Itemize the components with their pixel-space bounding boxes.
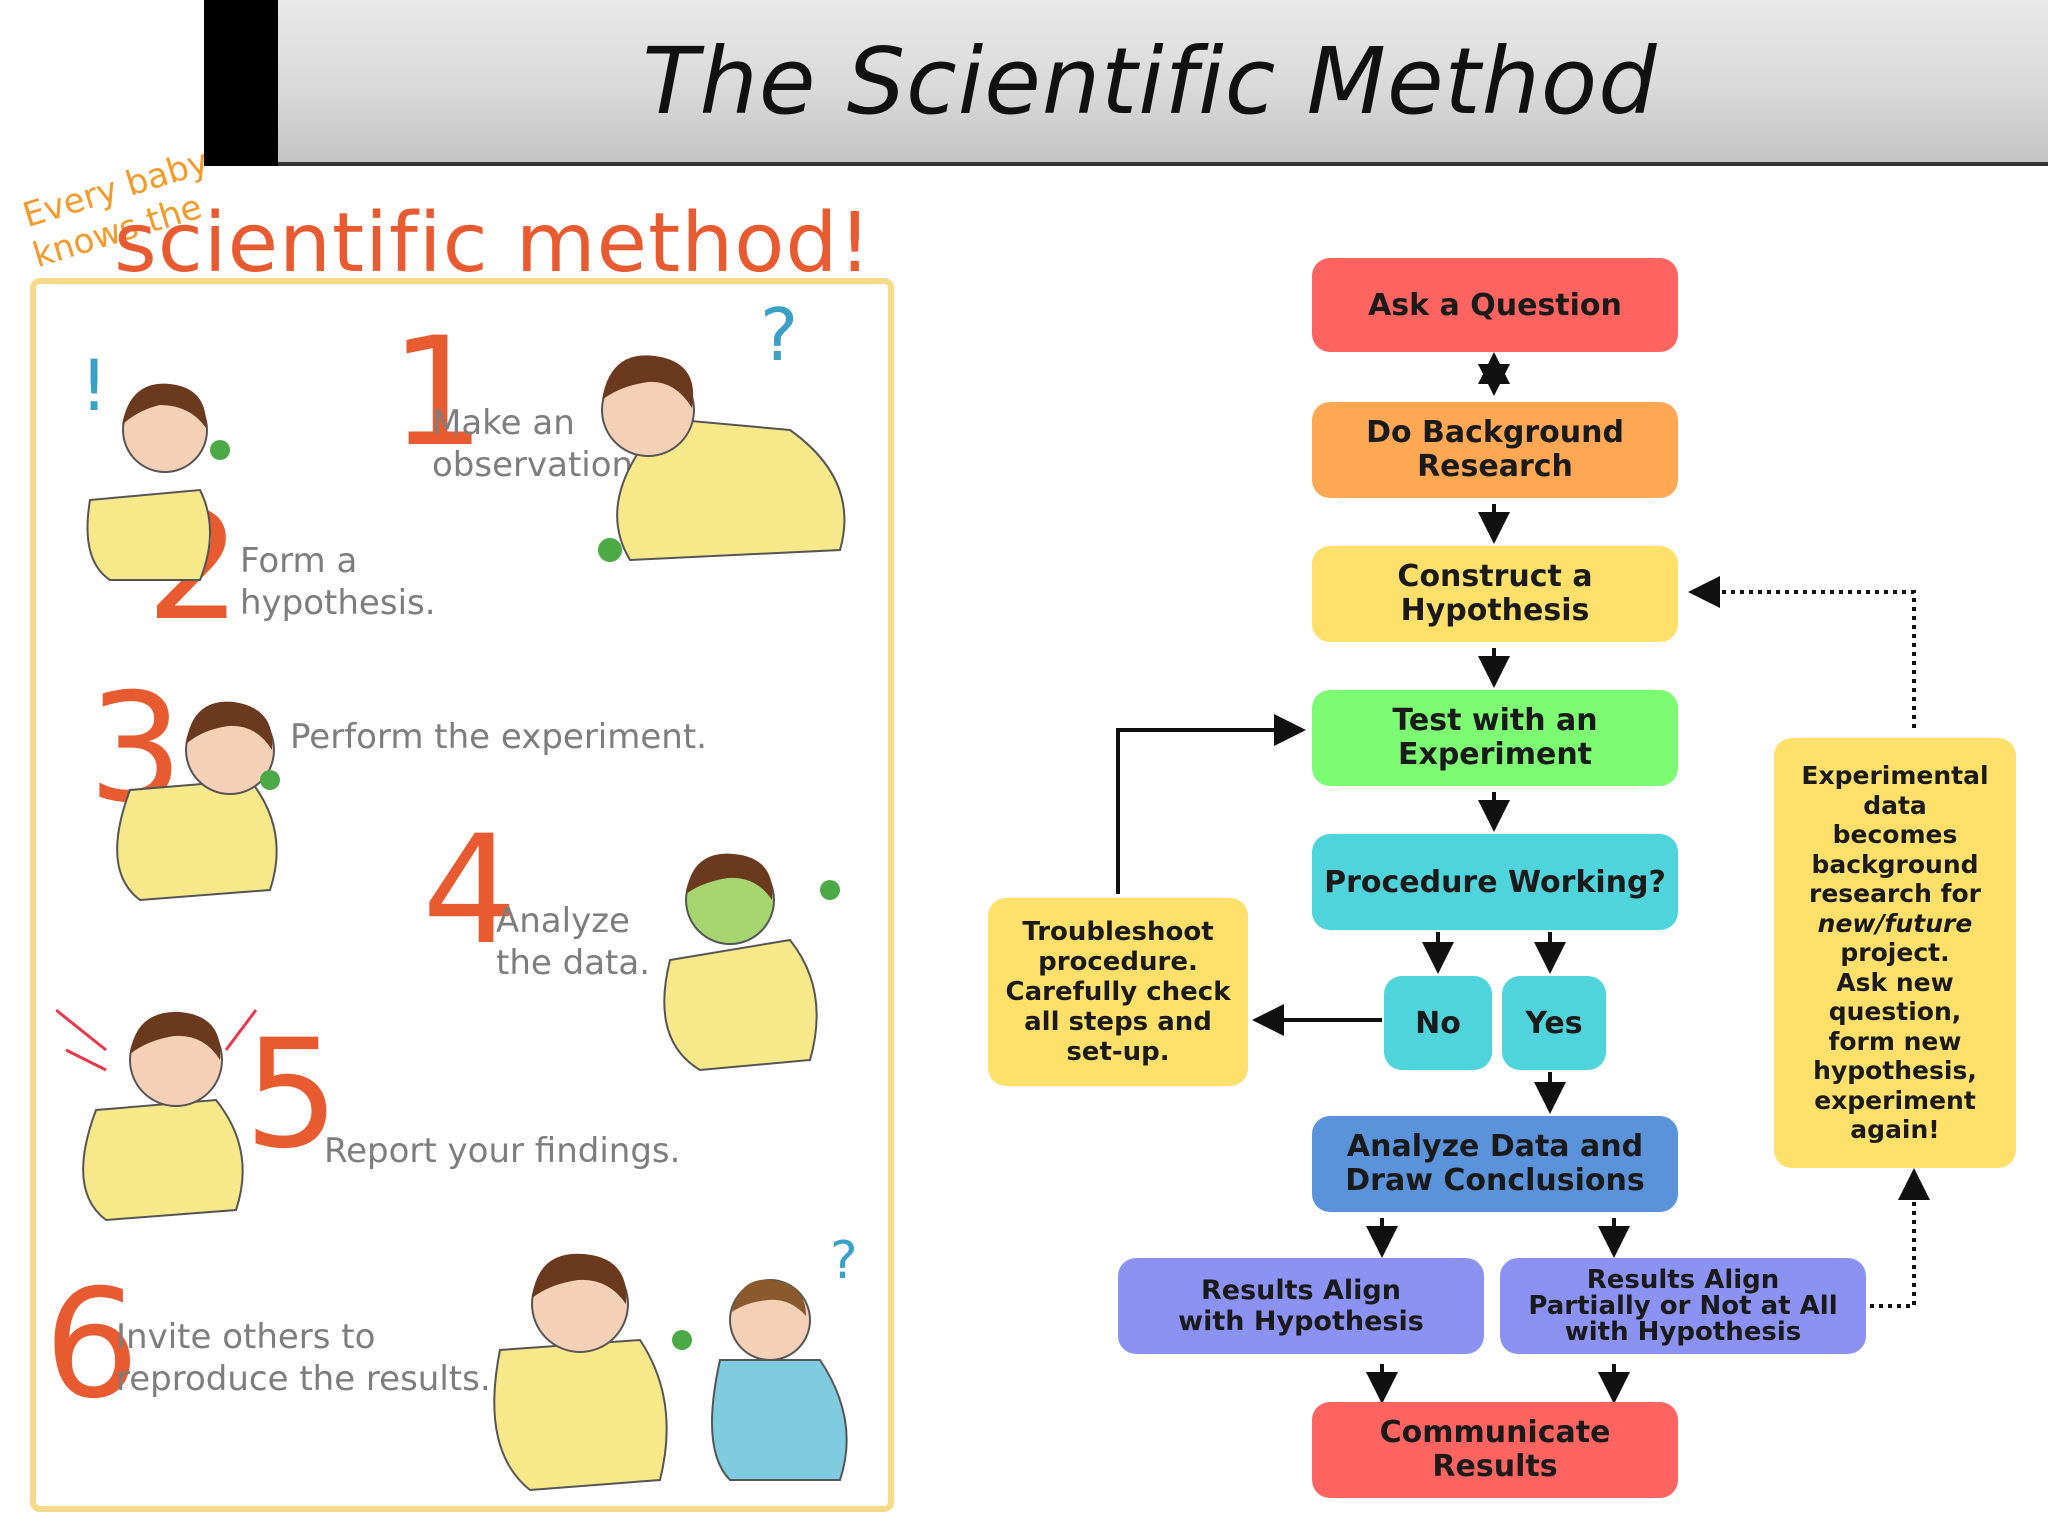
title-bar	[204, 0, 2048, 166]
feedback-line: hypothesis,	[1813, 1056, 1977, 1086]
step-number: 6	[44, 1258, 140, 1432]
flow-box-troubleshoot: Troubleshoot procedure. Carefully check …	[988, 898, 1248, 1086]
feedback-line: experiment	[1814, 1085, 1976, 1115]
flow-box-ask: Ask a Question	[1312, 258, 1678, 352]
question-mark-icon: ?	[760, 300, 798, 377]
feedback-line: project.	[1840, 938, 1950, 968]
feedback-line: becomes	[1832, 820, 1958, 850]
flow-box-communicate: Communicate Results	[1312, 1402, 1678, 1498]
feedback-line: research for	[1808, 879, 1982, 909]
dotted-arrow	[1688, 576, 1916, 728]
step-text: Perform the experiment.	[290, 717, 707, 757]
flow-box-feedback: Experimental data becomes background res…	[1774, 738, 2016, 1168]
flow-box-hypothesis: Construct a Hypothesis	[1312, 546, 1678, 642]
flow-box-no: No	[1384, 976, 1492, 1070]
step-text: Invite others to reproduce the results.	[116, 1317, 491, 1399]
step-number: 4	[422, 804, 518, 978]
feedback-line: again!	[1850, 1115, 1940, 1145]
feedback-line: Ask new	[1836, 967, 1954, 997]
feedback-line: form new	[1828, 1026, 1962, 1056]
step-text: Report your findings.	[324, 1131, 681, 1171]
baby-illustration: ?	[598, 300, 846, 562]
flow-box-partial: Results Align Partially or Not at All wi…	[1500, 1258, 1866, 1354]
feedback-line: data	[1863, 790, 1927, 820]
baby-illustration: !	[80, 350, 230, 581]
question-mark-icon: ?	[830, 1231, 858, 1291]
flow-box-align: Results Align with Hypothesis	[1118, 1258, 1484, 1354]
poster-headline: scientific method!	[114, 196, 873, 291]
exclamation-mark-icon: !	[80, 350, 108, 427]
step-text: Form a hypothesis.	[240, 541, 436, 623]
baby-illustration	[663, 853, 840, 1072]
step-number: 5	[244, 1008, 340, 1182]
baby-illustration	[116, 701, 280, 902]
step-text: Make an observation.	[432, 403, 644, 485]
baby-illustration: ?	[493, 1231, 858, 1492]
flow-box-procedure: Procedure Working?	[1312, 834, 1678, 930]
step-number: 1	[390, 306, 486, 480]
title-bar-accent	[204, 0, 278, 166]
step-text: Analyze the data.	[496, 901, 650, 983]
flow-box-yes: Yes	[1502, 976, 1606, 1070]
feedback-line: Experimental	[1801, 761, 1989, 791]
slide-title: The Scientific Method	[642, 28, 1658, 135]
flow-box-analyze: Analyze Data and Draw Conclusions	[1312, 1116, 1678, 1212]
feedback-line: background	[1811, 849, 1979, 879]
feedback-line: question,	[1828, 997, 1962, 1027]
feedback-line: new/future	[1817, 908, 1973, 938]
baby-illustration	[56, 1008, 258, 1222]
dotted-arrow	[1870, 1168, 1930, 1308]
arrow	[1116, 714, 1306, 894]
flow-box-test: Test with an Experiment	[1312, 690, 1678, 786]
flow-box-research: Do Background Research	[1312, 402, 1678, 498]
